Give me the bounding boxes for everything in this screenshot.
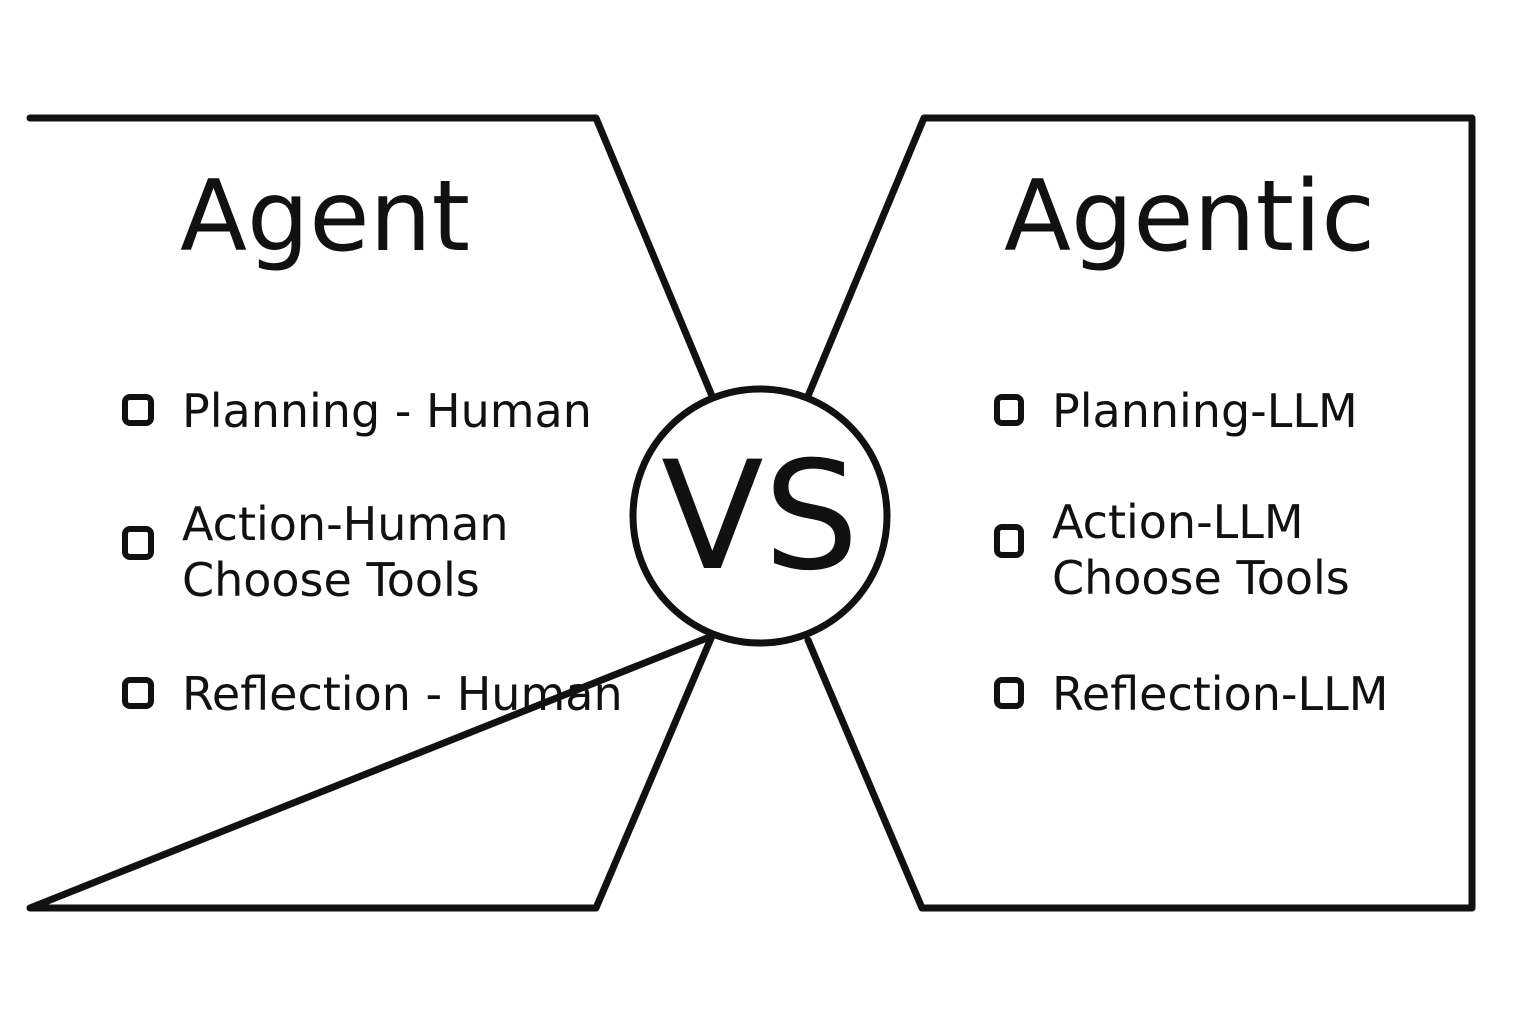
agent-planning-text: Planning - Human — [182, 384, 592, 438]
agentic-panel-outline — [804, 114, 1476, 912]
vs-badge: VS — [629, 385, 891, 647]
agentic-planning-text: Planning-LLM — [1052, 384, 1358, 438]
agent-title: Agent — [180, 160, 470, 274]
agent-panel-outline — [26, 114, 716, 912]
agentic-title: Agentic — [1004, 160, 1375, 274]
agentic-reflection-text: Reflection-LLM — [1052, 667, 1388, 721]
agentic-item-reflection: Reflection-LLM — [994, 667, 1388, 721]
agent-item-action: Action-Human Choose Tools — [122, 497, 509, 607]
agent-action-text-line2: Choose Tools — [182, 553, 480, 607]
agent-action-bullet — [122, 526, 154, 560]
agentic-panel: Agentic Planning-LLM Action-LLM Choose T… — [804, 114, 1476, 912]
agent-reflection-bullet — [122, 677, 154, 709]
agentic-item-planning: Planning-LLM — [994, 384, 1358, 438]
agentic-planning-bullet — [994, 394, 1024, 426]
vs-label: VS — [661, 430, 859, 604]
agent-planning-bullet — [122, 394, 154, 426]
agent-panel: Agent Planning - Human Action-Human Choo… — [26, 114, 716, 912]
agentic-action-text-line2: Choose Tools — [1052, 551, 1350, 605]
agentic-item-action: Action-LLM Choose Tools — [994, 495, 1350, 605]
agentic-action-text-line1: Action-LLM — [1052, 495, 1304, 549]
agent-action-text-line1: Action-Human — [182, 497, 509, 551]
agentic-reflection-bullet — [994, 677, 1024, 709]
agentic-action-bullet — [994, 524, 1024, 558]
agent-item-reflection: Reflection - Human — [122, 667, 623, 721]
vs-circle — [629, 385, 891, 647]
agent-reflection-text: Reflection - Human — [182, 667, 623, 721]
agent-item-planning: Planning - Human — [122, 384, 592, 438]
